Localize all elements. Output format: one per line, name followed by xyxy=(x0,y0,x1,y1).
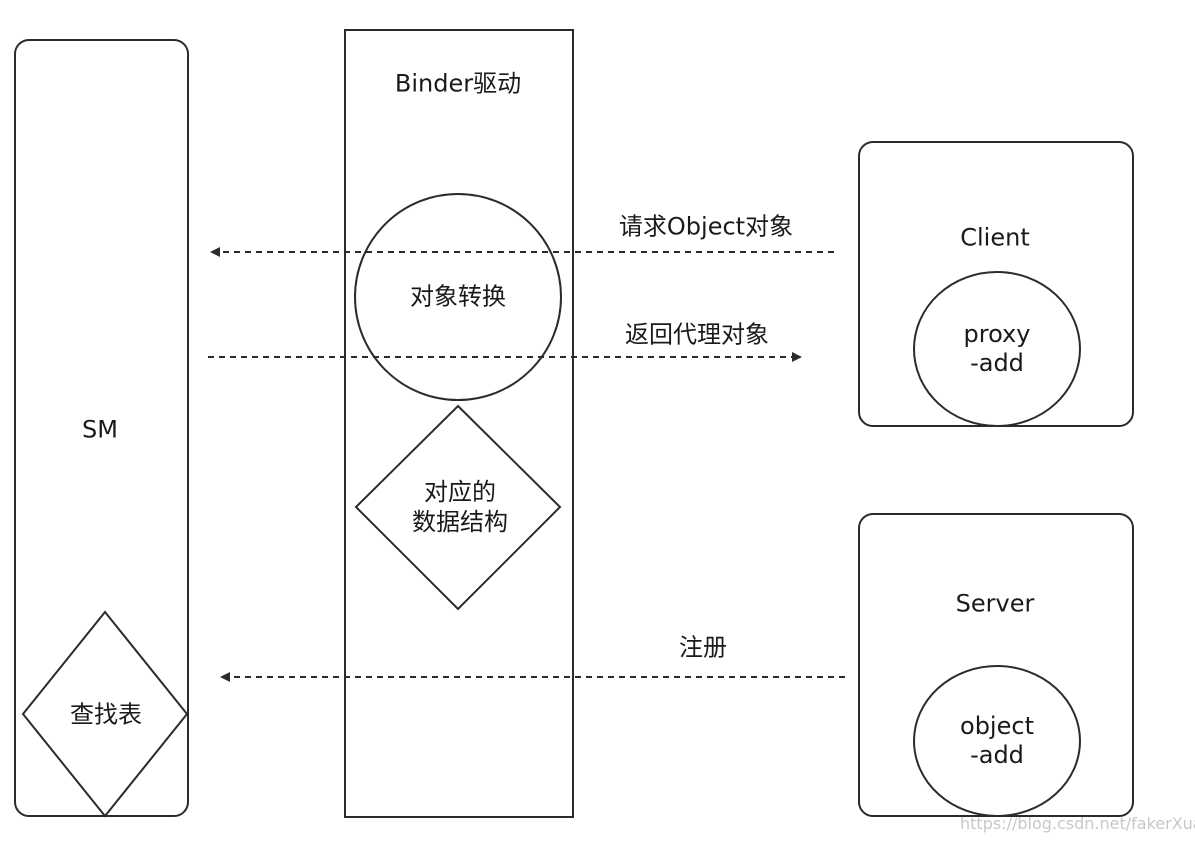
object-line-2: -add xyxy=(970,741,1024,769)
data-structure-diamond xyxy=(354,404,562,611)
return-proxy-label: 返回代理对象 xyxy=(625,320,769,349)
request-object-label: 请求Object对象 xyxy=(618,212,794,241)
object-conversion-label: 对象转换 xyxy=(410,282,506,311)
sm-box xyxy=(14,39,189,817)
proxy-line-2: -add xyxy=(970,349,1024,377)
sm-label: SM xyxy=(82,415,118,444)
object-label: object -add xyxy=(960,712,1034,770)
client-title: Client xyxy=(960,223,1030,252)
lookup-table-diamond xyxy=(21,610,189,818)
data-structure-label: 对应的 数据结构 xyxy=(412,477,508,537)
lookup-table-label: 查找表 xyxy=(70,700,142,729)
watermark: https://blog.csdn.net/fakerXuan xyxy=(960,814,1195,833)
data-structure-line-1: 对应的 xyxy=(424,478,496,506)
object-circle xyxy=(913,665,1081,817)
register-label: 注册 xyxy=(679,633,727,662)
server-title: Server xyxy=(955,589,1035,618)
proxy-line-1: proxy xyxy=(963,320,1031,349)
object-line-1: object xyxy=(960,712,1034,741)
binder-driver-title: Binder驱动 xyxy=(394,69,522,98)
proxy-label: proxy -add xyxy=(964,320,1031,378)
data-structure-line-2: 数据结构 xyxy=(412,508,508,536)
object-conversion-circle xyxy=(354,193,562,401)
proxy-circle xyxy=(913,271,1081,427)
